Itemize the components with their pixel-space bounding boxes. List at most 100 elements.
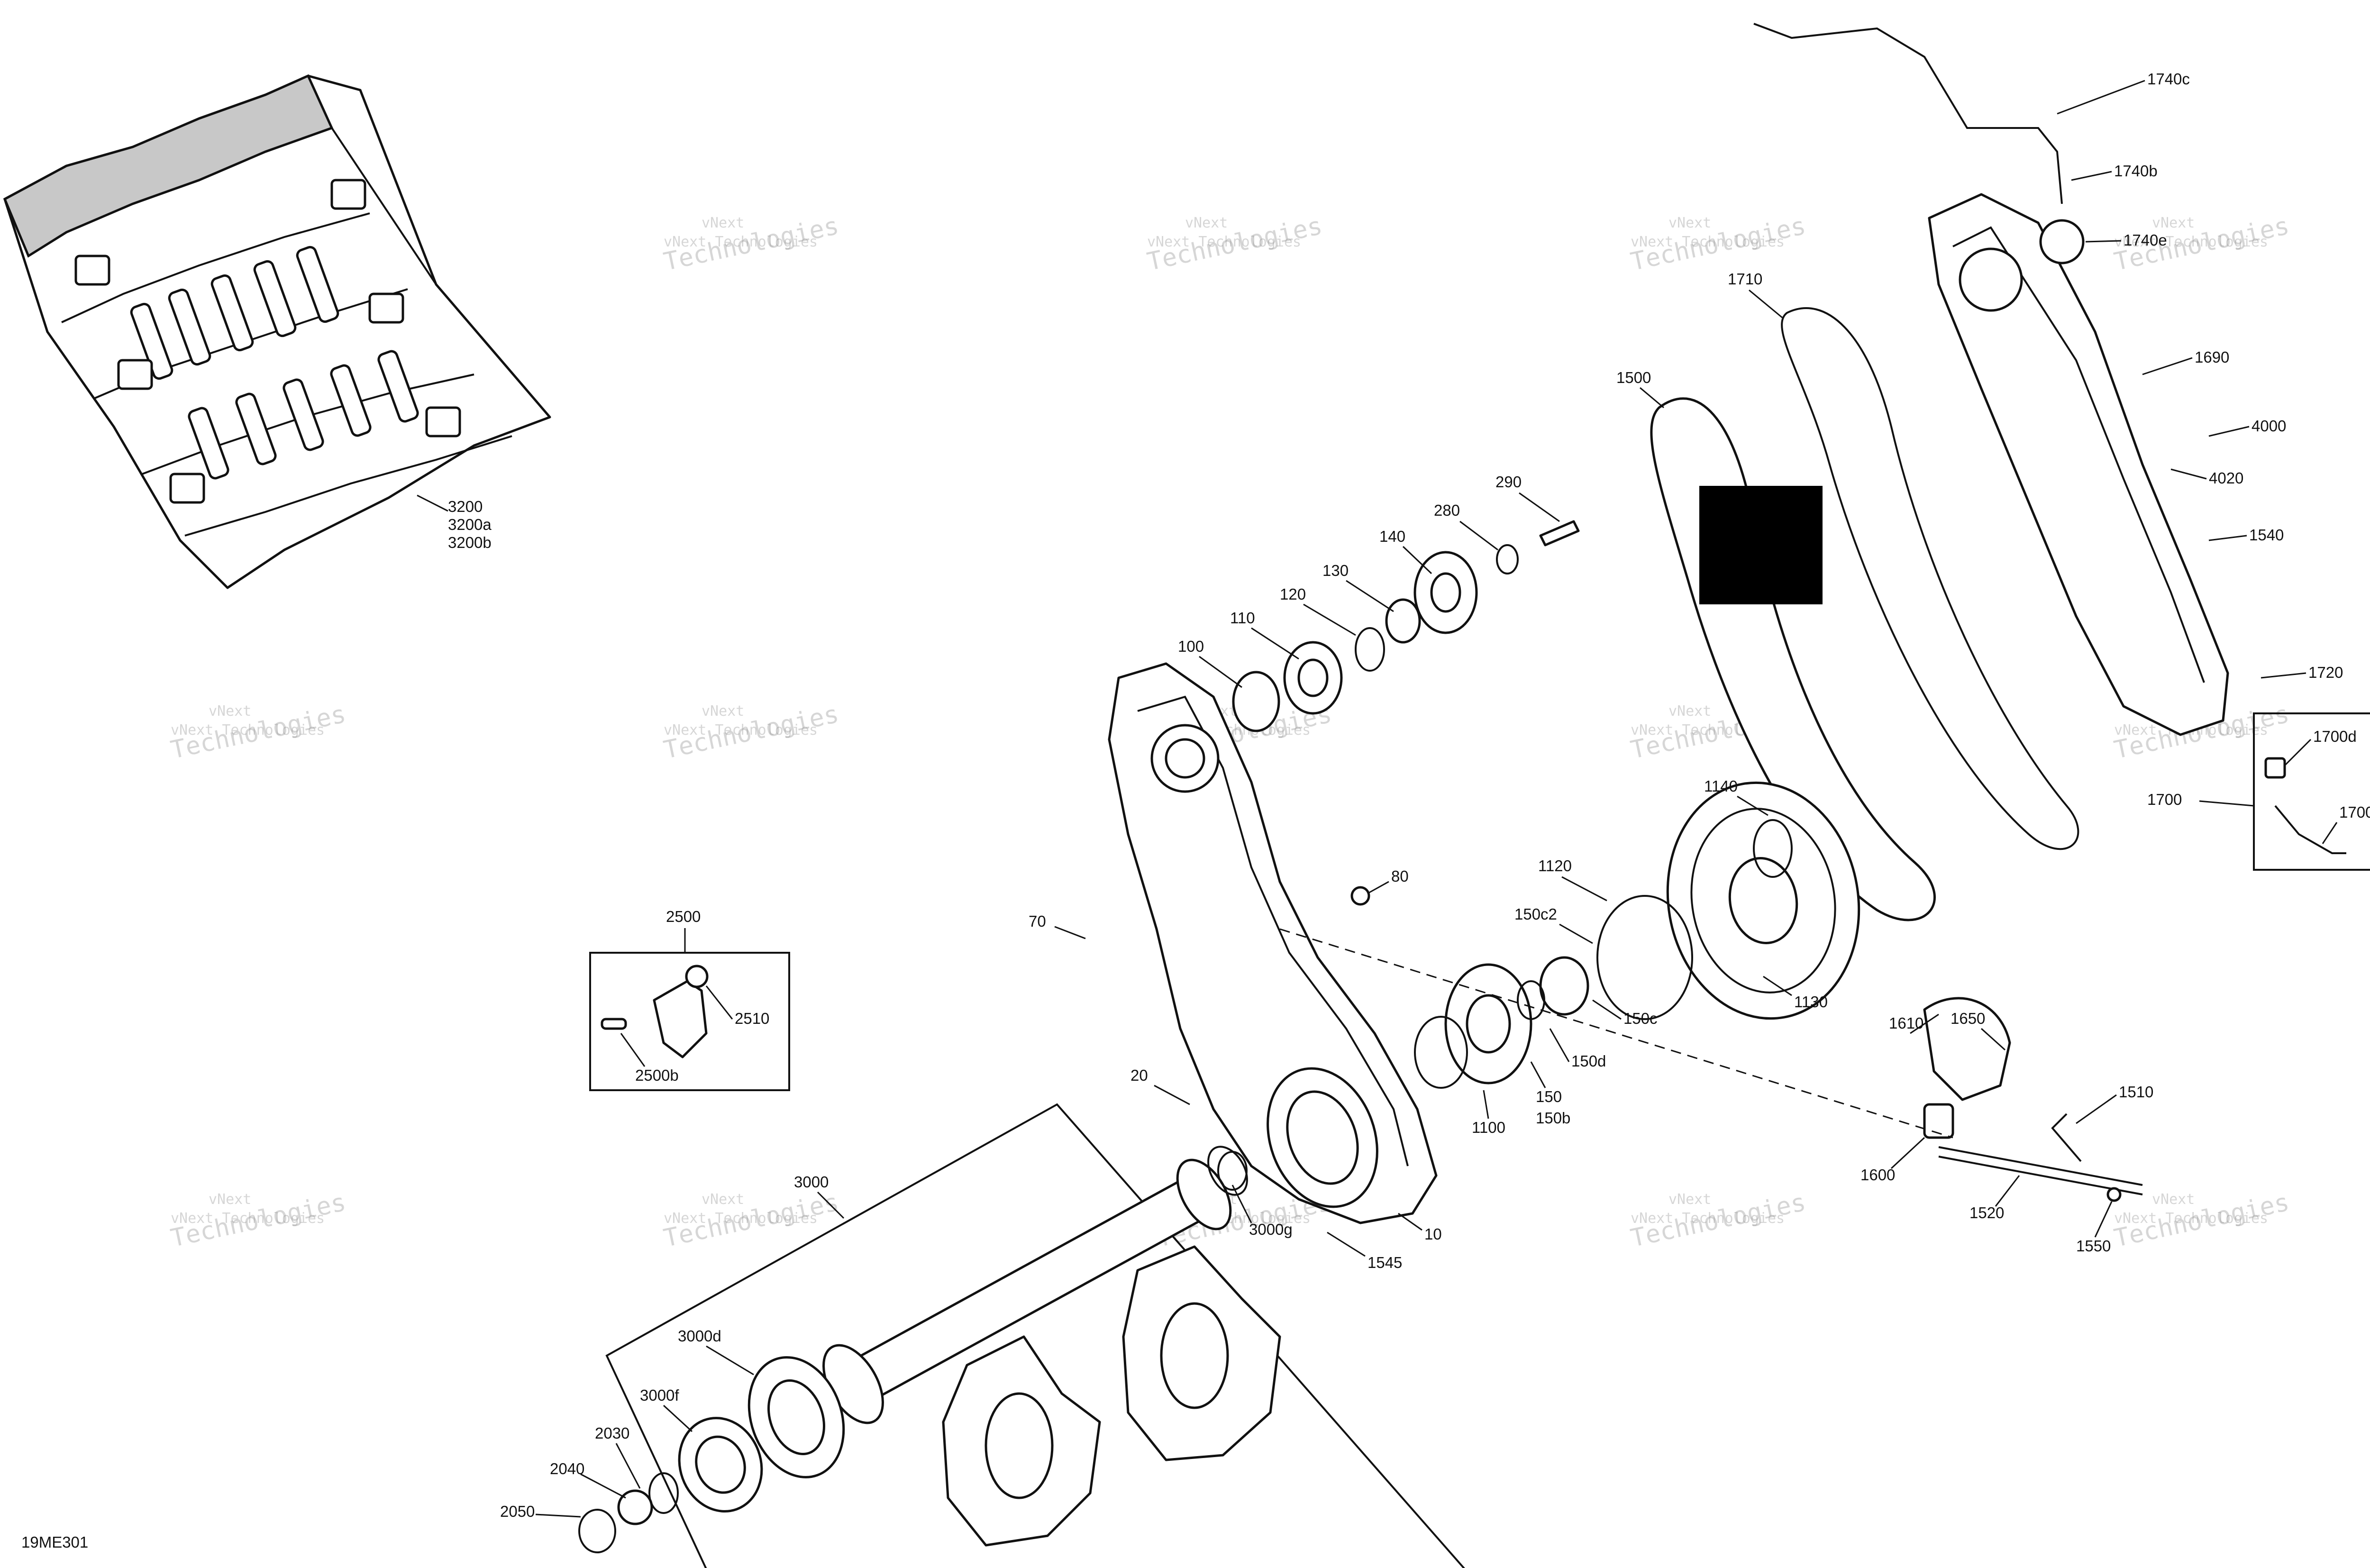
chaincase-housing [1108,662,1438,1224]
watermark: vNext vNext Technologies Technologies [1628,211,1808,276]
upper-drive-parts [1232,520,1580,906]
callout-label: 1600 [1860,1166,1895,1184]
callout-label: 2500b [635,1067,679,1084]
callout-label: 2510 [735,1010,769,1027]
svg-text:vNext: vNext [702,1191,744,1208]
callout-label: 150c [1623,1010,1658,1027]
svg-text:vNext Technologies: vNext Technologies [664,722,818,738]
callout-label: 2050 [500,1503,535,1520]
svg-text:vNext: vNext [1668,703,1711,720]
chain-and-belt [1650,307,2079,921]
callout-label: 100 [1178,638,1204,655]
svg-text:vNext: vNext [702,215,744,231]
callout-label: 120 [1280,585,1306,603]
svg-text:vNext: vNext [1668,1191,1711,1208]
track-cleats [74,179,461,504]
callout-label: 3200a [448,516,492,533]
callout-label: 280 [1434,501,1460,519]
watermark: vNext vNext Technologies Technologies [168,1188,348,1253]
watermark: vNext vNext Technologies Technologies [2112,1188,2292,1253]
callout-label: 150d [1571,1052,1606,1070]
svg-text:Technologies: Technologies [2112,1188,2292,1253]
callout-label: 4020 [2209,469,2243,487]
callout-label: 20 [1130,1067,1148,1084]
callout-label: 1710 [1728,270,1762,288]
callout-label: 2500 [666,908,701,925]
svg-text:vNext: vNext [209,703,251,720]
svg-text:vNext: vNext [2152,215,2195,231]
callout-label: 1550 [2076,1237,2111,1255]
callout-label: 3200 [448,498,483,515]
svg-text:vNext Technologies: vNext Technologies [1631,1210,1785,1227]
drive-shaft-kit [578,1103,1465,1568]
watermark: vNext vNext Technologies Technologies [661,700,841,765]
svg-text:vNext Technologies: vNext Technologies [2114,1210,2268,1227]
svg-text:vNext: vNext [1668,215,1711,231]
lower-drive-parts [1414,781,2143,1202]
svg-text:Technologies: Technologies [1145,211,1325,276]
chaincase-cover [1753,23,2229,736]
watermark: vNext vNext Technologies Technologies [661,211,841,276]
callout-label: 1130 [1794,993,1828,1011]
figure-code: 19ME301 [21,1533,88,1551]
callout-label: 110 [1230,609,1255,627]
callout-label: 1520 [1969,1204,2004,1222]
callout-label: 1740b [2114,162,2158,180]
callout-label: 1700d [2313,728,2357,745]
watermark: vNext vNext Technologies Technologies [168,700,348,765]
drive-shaft-kit-outline [605,1103,1465,1568]
svg-text:vNext Technologies: vNext Technologies [171,1210,325,1227]
callout-label: 1140 [1704,777,1738,795]
callout-label: 1700 [2147,791,2182,808]
callout-label: 290 [1495,473,1522,491]
callout-label: 2030 [595,1424,629,1442]
svg-text:vNext Technologies: vNext Technologies [171,722,325,738]
svg-text:vNext: vNext [209,1191,251,1208]
callout-label: 2040 [550,1460,584,1477]
svg-text:Technologies: Technologies [168,700,348,765]
redaction-box [1699,486,1823,604]
svg-text:vNext Technologies: vNext Technologies [2114,234,2268,250]
callout-label: 80 [1391,867,1409,885]
svg-text:vNext Technologies: vNext Technologies [664,234,818,250]
callout-label: 1100 [1472,1119,1505,1136]
svg-text:Technologies: Technologies [661,1188,841,1253]
callout-label: 3000g [1249,1221,1293,1238]
svg-text:vNext: vNext [1185,215,1228,231]
callout-label: 1650 [1951,1010,1985,1027]
callout-label: 1120 [1538,857,1572,875]
callout-label: 140 [1379,528,1405,545]
callout-label: 4000 [2252,417,2286,435]
svg-text:vNext: vNext [702,703,744,720]
callout-label: 1500 [1616,369,1651,386]
callout-label: 3200b [448,534,492,551]
callout-label: 70 [1029,912,1046,930]
callout-label: 1690 [2195,348,2229,366]
inset-box-2500 [589,952,790,1091]
watermark: vNext vNext Technologies Technologies [1628,1188,1808,1253]
callout-label: 1720 [2308,664,2343,681]
callout-label: 150c2 [1514,905,1557,923]
callout-label: 3000d [678,1327,721,1345]
callout-label: 3000f [640,1386,679,1404]
svg-text:Technologies: Technologies [661,700,841,765]
svg-text:Technologies: Technologies [1628,211,1808,276]
svg-text:Technologies: Technologies [661,211,841,276]
callout-labels: 3200 3200a 3200b 290 280 140 130 120 110… [21,70,2370,1551]
svg-text:vNext: vNext [2152,1191,2195,1208]
callout-label: 1610 [1889,1014,1923,1032]
svg-text:Technologies: Technologies [1628,1188,1808,1253]
callout-label: 1540 [2249,526,2284,544]
callout-label: 1510 [2119,1083,2153,1101]
callout-label: 150 [1536,1088,1562,1105]
callout-label: 1740c [2147,70,2190,88]
watermark: vNext vNext Technologies Technologies [1145,211,1325,276]
callout-label: 1545 [1367,1254,1402,1271]
callout-label: 150b [1536,1109,1570,1127]
watermark: vNext vNext Technologies Technologies [661,1188,841,1253]
callout-label: 130 [1322,562,1349,579]
inset-box-1700 [2253,712,2370,871]
callout-label: 1700f [2339,803,2370,821]
track-section [3,74,551,589]
